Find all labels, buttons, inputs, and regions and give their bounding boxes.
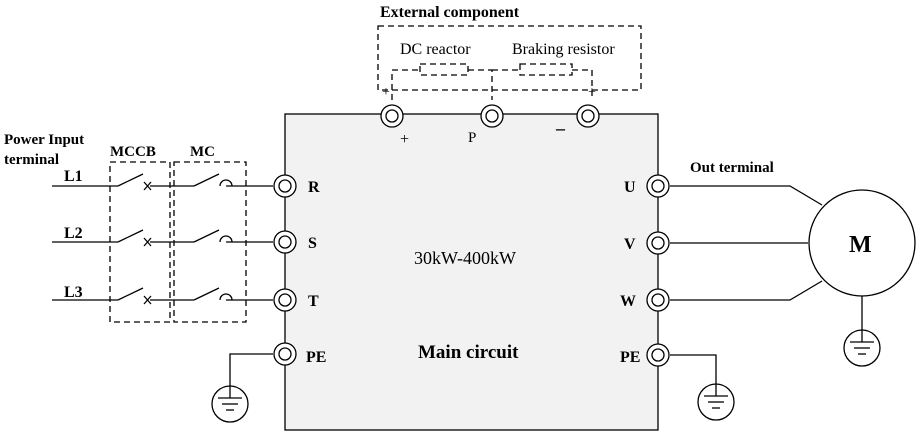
line-l1-label: L1 [64,168,83,185]
output-terminal-w-label: W [620,293,636,310]
output-terminal-pe-label: PE [620,349,640,366]
line-l3-label: L3 [64,284,83,301]
input-terminal-s-label: S [308,235,317,252]
external-component-box [377,25,642,91]
output-terminal-pe [646,343,670,367]
output-terminal-u-label: U [624,179,636,196]
output-terminal-u [646,174,670,198]
ground-symbol-right [670,354,735,421]
motor-label: M [849,232,872,258]
dc-terminal-minus-label: – [555,118,566,138]
main-circuit-box [284,113,659,431]
braking-resistor-label: Braking resistor [512,41,615,58]
line-l1-wiring [52,173,273,191]
mc-label: MC [190,144,215,160]
braking-resistor-symbol [492,63,593,100]
power-rating-label: 30kW-400kW [414,248,516,268]
dc-reactor-label: DC reactor [400,41,471,58]
dc-terminal-minus [576,104,600,128]
mccb-label: MCCB [110,144,156,160]
dc-plus-mark-left: + [382,85,390,100]
input-terminal-t-label: T [308,293,319,310]
line-l2-label: L2 [64,225,83,242]
dc-terminal-plus-label: + [400,131,409,148]
out-terminal-label: Out terminal [690,160,774,176]
output-terminal-v-label: V [624,236,636,253]
output-terminal-w [646,288,670,312]
power-input-terminal-label: terminal [4,152,59,168]
dc-terminal-p [480,104,504,128]
input-terminal-pe-label: PE [306,349,326,366]
output-terminal-v [646,231,670,255]
dc-plus-mark-right: + [588,85,596,100]
ground-symbol-left [211,353,273,423]
external-component-label: External component [380,4,520,21]
motor-wiring [670,185,823,301]
line-l3-wiring [52,287,273,305]
dc-reactor-symbol [391,63,493,100]
power-input-label: Power Input [4,132,84,148]
line-l2-wiring [52,229,273,247]
input-terminal-r [273,174,297,198]
input-terminal-pe [273,342,297,366]
dc-terminal-plus [380,104,404,128]
dc-terminal-p-label: P [468,130,476,146]
ground-symbol-motor [843,296,881,367]
input-terminal-t [273,288,297,312]
main-circuit-label: Main circuit [418,342,519,363]
input-terminal-s [273,230,297,254]
input-terminal-r-label: R [308,179,320,196]
